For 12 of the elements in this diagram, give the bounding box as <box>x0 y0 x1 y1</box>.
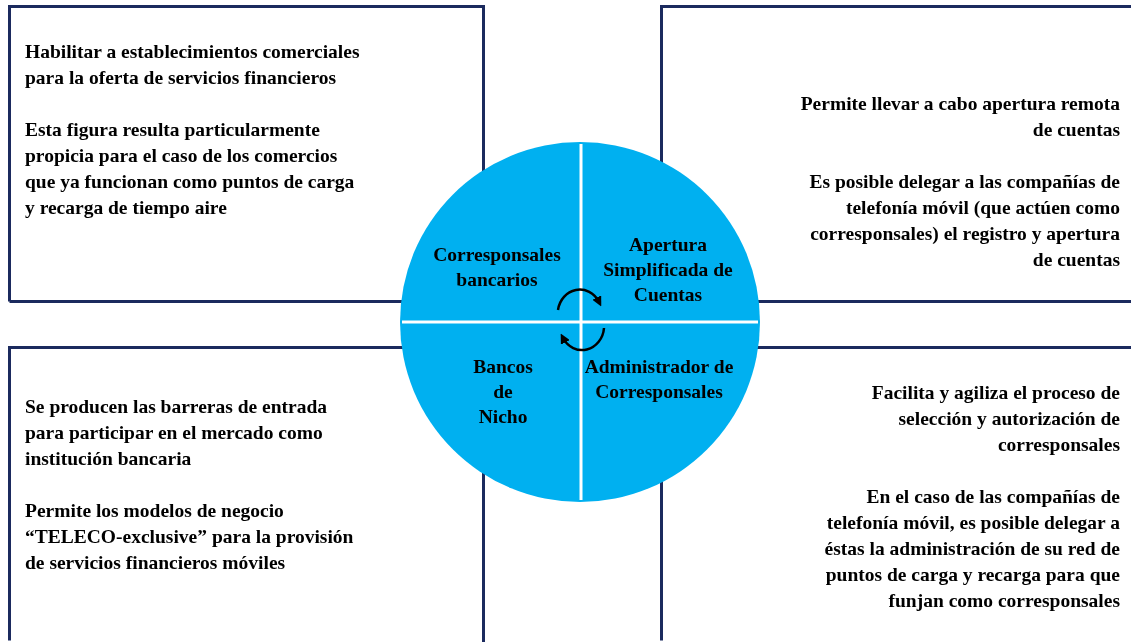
panel-paragraph: Permite llevar a cabo apertura remota de cuentas <box>800 92 1120 142</box>
panel-paragraph: Se producen las barreras de entrada para participar en el mercado como institución bancaria <box>25 395 329 471</box>
panel-paragraph: Facilita y agiliza el proceso de selección y autorización de corresponsales <box>870 381 1120 457</box>
quadrant-label: Administrador de Corresponsales <box>580 354 738 404</box>
panel-paragraph: Es posible delegar a las compañías de telefonía móvil (que actúen como corresponsales) el registro y apertura de cuentas <box>808 170 1120 272</box>
panel-paragraph: Permite los modelos de negocio “TELECO-exclusive” para la provisión de servicios financieros móviles <box>25 499 355 575</box>
panel-paragraph: Habilitar a establecimientos comerciales para la oferta de servicios financieros <box>25 40 361 90</box>
panel-paragraph: En el caso de las compañías de telefonía móvil, es posible delegar a éstas la administración de su red de puntos de carga y recarga para que funjan como corresponsales <box>823 485 1120 613</box>
panel-paragraph: Esta figura resulta particularmente propicia para el caso de los comercios que ya funcionan como puntos de carga y recarga de tiempo aire <box>25 118 356 220</box>
quadrant-label: Corresponsales bancarios <box>418 242 576 292</box>
quadrant-label: Bancos de Nicho <box>468 354 538 429</box>
quadrant-label: Apertura Simplificada de Cuentas <box>588 232 748 307</box>
